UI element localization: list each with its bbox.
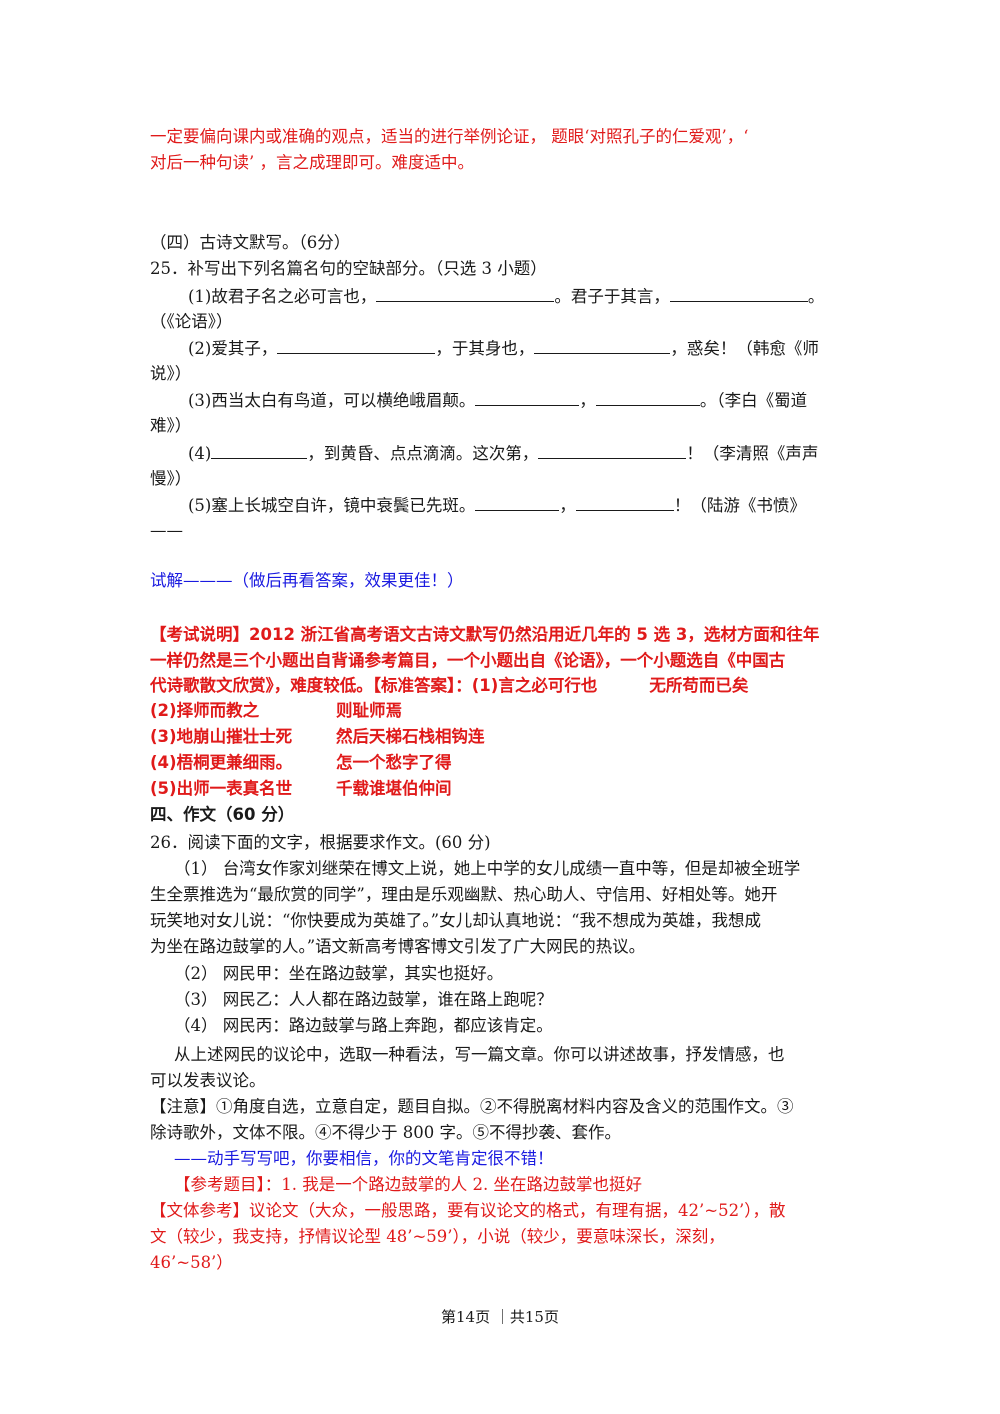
item-text: (4) <box>188 444 212 463</box>
answer-text: (5)出师一表真名世 <box>150 779 293 798</box>
dictation-item-5-cont: —— <box>150 521 183 540</box>
page-footer: 第14页 ｜共15页 <box>441 1308 559 1326</box>
material-2: （2） 网民甲：坐在路边鼓掌，其实也挺好。 <box>174 964 504 983</box>
answer-text: (2)择师而教之 <box>150 701 260 720</box>
style-reference-line-3: 46’~58’） <box>150 1253 233 1272</box>
question-25: 25．补写出下列名篇名句的空缺部分。（只选 3 小题） <box>150 259 547 278</box>
item-text: (2)爱其子， <box>188 339 278 358</box>
item-text: ，于其身也， <box>435 339 535 358</box>
item-text: ！（李清照《声声 <box>686 444 819 463</box>
answer-text: (3)地崩山摧壮士死 <box>150 727 293 746</box>
dictation-item-1: (1)故君子名之必可言也， 。君子于其言， 。 <box>188 283 888 310</box>
dictation-item-2-cont: 说》） <box>150 364 192 383</box>
answer-line-5: (5)出师一表真名世 千载谁堪伯仲间 <box>150 776 850 802</box>
dictation-item-3-cont: 难》） <box>150 416 192 435</box>
answer-line-4: (4)梧桐更兼细雨。 怎一个愁字了得 <box>150 750 850 776</box>
intro-line-2: 对后一种句读’ ，言之成理即可。难度适中。 <box>150 153 474 172</box>
answer-blank <box>669 283 808 302</box>
item-text: ！（陆游《书愤》 <box>673 496 806 515</box>
answer-text: 然后天梯石栈相钩连 <box>336 727 485 746</box>
reference-titles: 【参考题目】：1. 我是一个路边鼓掌的人 2. 坐在路边鼓掌也挺好 <box>174 1175 642 1194</box>
answer-text: (4)梧桐更兼细雨。 <box>150 753 293 772</box>
intro-line-1: 一定要偏向课内或准确的观点，适当的进行举例论证， 题眼‘对照孔子的仁爱观’，‘ <box>150 127 749 146</box>
encouragement: ——动手写写吧，你要相信，你的文笔肯定很不错！ <box>174 1149 554 1168</box>
answer-blank <box>595 387 700 406</box>
exam-note-line-2: 一样仍然是三个小题出自背诵参考篇目，一个小题出自《论语》，一个小题选自《中国古 <box>150 651 786 670</box>
style-reference-line-2: 文（较少，我支持，抒情议论型 48’~59’），小说（较少，要意味深长，深刻， <box>150 1227 725 1246</box>
dictation-item-4-cont: 慢》） <box>150 469 192 488</box>
dictation-item-5: (5)塞上长城空自许，镜中衰鬓已先斑。 ， ！（陆游《书愤》 <box>188 492 888 519</box>
answer-blank <box>575 492 674 511</box>
item-text: (5)塞上长城空自许，镜中衰鬓已先斑。 <box>188 496 476 515</box>
notice-line-1: 【注意】①角度自选，立意自定，题目自拟。②不得脱离材料内容及含义的范围作文。③ <box>150 1097 794 1116</box>
answer-blank <box>277 335 436 354</box>
style-reference-line-1: 【文体参考】议论文（大众，一般思路，要有议论文的格式，有理有据，42’~52’）… <box>150 1201 786 1220</box>
item-text: ， <box>579 391 596 410</box>
section-4-heading: （四）古诗文默写。（6分） <box>150 233 351 252</box>
item-text: ， <box>559 496 576 515</box>
dictation-item-3: (3)西当太白有鸟道，可以横绝峨眉颠。 ， 。（李白《蜀道 <box>188 387 888 414</box>
answer-line-2: (2)择师而教之 则耻师焉 <box>150 698 850 724</box>
answer-text: 千载谁堪伯仲间 <box>336 779 452 798</box>
material-1-line-3: 玩笑地对女儿说：“你快要成为英雄了。”女儿却认真地说：“我不想成为英雄，我想成 <box>150 911 762 930</box>
notice-line-2: 除诗歌外，文体不限。④不得少于 800 字。⑤不得抄袭、套作。 <box>150 1123 621 1142</box>
item-text: (1)故君子名之必可言也， <box>188 287 377 306</box>
essay-heading: 四、作文（60 分） <box>150 805 295 824</box>
requirement-line-1: 从上述网民的议论中，选取一种看法，写一篇文章。你可以讲述故事，抒发情感，也 <box>174 1045 785 1064</box>
dictation-item-4: (4) ，到黄昏、点点滴滴。这次第， ！（李清照《声声 <box>188 440 888 467</box>
exam-note-line-3: 代诗歌散文欣赏》，难度较低。【标准答案】：(1)言之必可行也 无所苟而已矣 <box>150 673 850 699</box>
material-1-line-4: 为坐在路边鼓掌的人。”语文新高考博客博文引发了广大网民的热议。 <box>150 937 646 956</box>
material-1-line-1: （1） 台湾女作家刘继荣在博文上说，她上中学的女儿成绩一直中等，但是却被全班学 <box>174 859 801 878</box>
answer-text: 怎一个愁字了得 <box>336 753 452 772</box>
item-text: ，惑矣！（韩愈《师 <box>670 339 819 358</box>
answer-blank <box>376 283 555 302</box>
item-text: ，到黄昏、点点滴滴。这次第， <box>307 444 539 463</box>
material-4: （4） 网民丙：路边鼓掌与路上奔跑，都应该肯定。 <box>174 1016 553 1035</box>
answer-blank <box>534 335 671 354</box>
question-26: 26．阅读下面的文字，根据要求作文。(60 分) <box>150 833 491 852</box>
material-3: （3） 网民乙：人人都在路边鼓掌，谁在路上跑呢？ <box>174 990 553 1009</box>
answer-text: 则耻师焉 <box>336 701 402 720</box>
dictation-item-1-cont: （《论语》） <box>150 312 233 331</box>
answer-blank <box>211 440 308 459</box>
requirement-line-2: 可以发表议论。 <box>150 1071 266 1090</box>
answer-line-3: (3)地崩山摧壮士死 然后天梯石栈相钩连 <box>150 724 850 750</box>
trial-prompt: 试解———（做后再看答案，效果更佳！） <box>150 571 464 590</box>
item-text: 。君子于其言， <box>554 287 670 306</box>
dictation-item-2: (2)爱其子， ，于其身也， ，惑矣！（韩愈《师 <box>188 335 888 362</box>
item-text: 。（李白《蜀道 <box>699 391 808 410</box>
answer-blank <box>475 492 560 511</box>
answer-text: 代诗歌散文欣赏》，难度较低。【标准答案】：(1)言之必可行也 <box>150 676 598 695</box>
item-text: (3)西当太白有鸟道，可以横绝峨眉颠。 <box>188 391 476 410</box>
material-1-line-2: 生全票推选为“最欣赏的同学”，理由是乐观幽默、热心助人、守信用、好相处等。她开 <box>150 885 778 904</box>
exam-note-line-1: 【考试说明】2012 浙江省高考语文古诗文默写仍然沿用近几年的 5 选 3，选材… <box>150 625 820 644</box>
item-text: 。 <box>807 287 825 306</box>
answer-blank <box>475 387 580 406</box>
answer-blank <box>538 440 687 459</box>
answer-text: 无所苟而已矣 <box>649 676 749 695</box>
